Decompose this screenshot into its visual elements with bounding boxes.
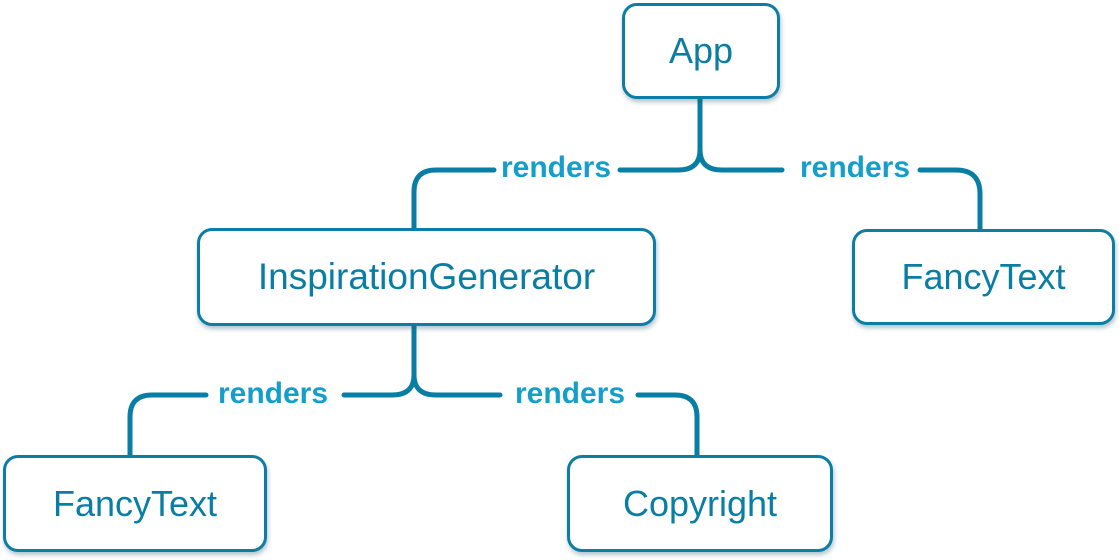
node-inspiration-generator: InspirationGenerator [197,228,656,326]
edge-label-inspirationgenerator-fancytext: renders [217,377,329,410]
edge-inspirationgenerator-to-copyright-line-b [635,392,700,458]
edge-app-to-inspirationgenerator-line-a [617,96,703,173]
edge-inspirationgenerator-to-copyright-line-a [411,372,503,398]
node-fancytext-bottom-left: FancyText [3,455,267,552]
node-app-label: App [668,30,734,71]
edge-inspirationgenerator-to-fancytext-line-b [127,392,209,458]
edge-app-to-fancytext-line-b [917,167,983,232]
node-app: App [622,3,780,99]
node-inspiration-generator-label: InspirationGenerator [257,256,596,297]
edge-app-to-fancytext-line-a [697,147,785,173]
node-fancytext-top-right: FancyText [852,229,1115,325]
edge-label-inspirationgenerator-copyright: renders [514,377,626,410]
edge-label-app-inspirationgenerator: renders [500,151,612,184]
node-copyright-label: Copyright [622,482,778,524]
edge-label-app-fancytext: renders [799,151,911,184]
edge-app-to-inspirationgenerator-line-b [411,167,497,231]
node-fancytext-top-right-label: FancyText [901,256,1066,297]
node-fancytext-bottom-left-label: FancyText [52,482,218,524]
edge-inspirationgenerator-to-fancytext-line-a [341,323,417,398]
node-copyright: Copyright [567,455,833,552]
